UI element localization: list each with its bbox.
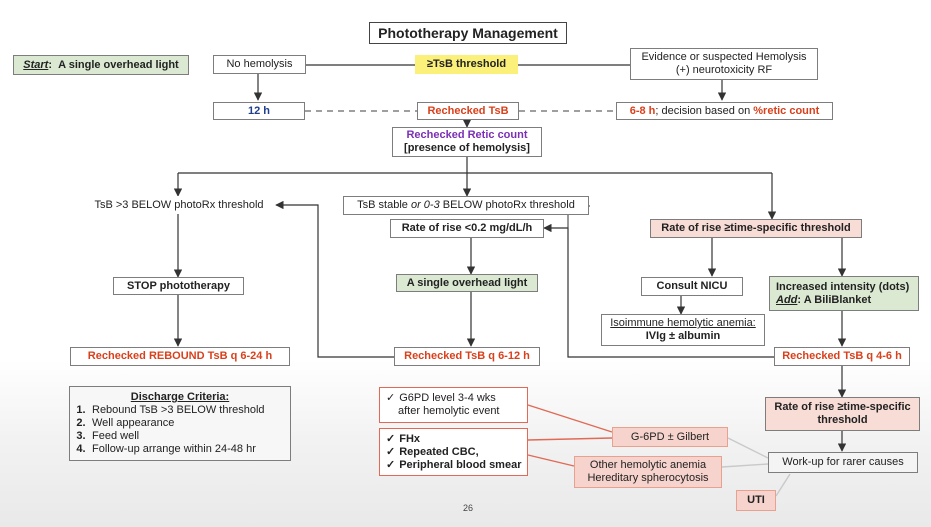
discharge-title: Discharge Criteria [130, 391, 226, 403]
twelve-hour-box: 12 h [213, 102, 305, 120]
stable-part2: BELOW photoRx threshold [439, 199, 575, 211]
rechecked-tsb-box: Rechecked TsB [417, 102, 519, 120]
rate-rise-low-box: Rate of rise <0.2 mg/dL/h [390, 219, 544, 238]
isoimmune-line2: IVIg ± albumin [645, 330, 721, 342]
check-icon: ✓ [386, 458, 396, 471]
intensity-add: Add [776, 293, 798, 306]
fhx-item-text: FHx [399, 432, 420, 445]
fhx-item: ✓Peripheral blood smear [386, 459, 521, 472]
g6pd-gilbert-box: G-6PD ± Gilbert [612, 427, 728, 447]
fhx-item-text: Peripheral blood smear [399, 458, 522, 471]
discharge-item: 4. Follow-up arrange within 24-48 hr [76, 443, 256, 456]
page-title: Phototherapy Management [369, 22, 567, 44]
rechecked-retic-box: Rechecked Retic count [presence of hemol… [392, 127, 542, 157]
stop-phototherapy-box: STOP phototherapy [113, 277, 244, 295]
consult-nicu-box: Consult NICU [641, 277, 743, 296]
recheck-6-12-box: Rechecked TsB q 6-12 h [394, 347, 540, 366]
retic-line2: [presence of hemolysis] [404, 142, 530, 154]
evidence-line2: (+) neurotoxicity RF [675, 64, 773, 76]
six-eight-hours: 6-8 h [629, 104, 656, 117]
discharge-item: 1. Rebound TsB >3 BELOW threshold [76, 404, 265, 417]
red-line-fhx-a [527, 437, 613, 441]
single-overhead-box: A single overhead light [396, 274, 538, 292]
check-icon: ✓ [386, 392, 396, 404]
gray-line-uti [775, 473, 791, 497]
six-eight-text: ; decision based on [655, 104, 754, 117]
g6pd-line2: after hemolytic event [398, 405, 500, 417]
fhx-item: ✓Repeated CBC, [386, 446, 479, 459]
gray-line-other [721, 463, 769, 468]
rebound-box: Rechecked REBOUND TsB q 6-24 h [70, 347, 290, 366]
check-icon: ✓ [386, 432, 396, 445]
start-text: A single overhead light [58, 58, 179, 71]
discharge-criteria-box: Discharge Criteria: 1. Rebound TsB >3 BEL… [69, 386, 291, 461]
isoimmune-box: Isoimmune hemolytic anemia: IVIg ± album… [601, 314, 765, 346]
discharge-item: 3. Feed well [76, 430, 139, 443]
intensity-line2: : A BiliBlanket [797, 293, 872, 306]
tsb-below-box: TsB >3 BELOW photoRx threshold [84, 196, 274, 214]
evidence-hemolysis-box: Evidence or suspected Hemolysis (+) neur… [630, 48, 818, 80]
intensity-line1: Increased intensity (dots) [776, 280, 910, 293]
tsb-stable-box: TsB stable or 0-3 BELOW photoRx threshol… [343, 196, 589, 215]
check-icon: ✓ [386, 445, 396, 458]
g6pd-level-box: ✓G6PD level 3-4 wks after hemolytic even… [379, 387, 528, 423]
rate-rise-specific-box: Rate of rise ≥time-specific threshold [765, 397, 920, 431]
tsb-threshold-box: ≥TsB threshold [415, 55, 518, 74]
red-line-g6pd [527, 404, 613, 433]
fhx-list-box: ✓FHx ✓Repeated CBC, ✓Peripheral blood sm… [379, 428, 528, 476]
discharge-item-text: Feed well [92, 430, 140, 442]
workup-box: Work-up for rarer causes [768, 452, 918, 473]
evidence-line1: Evidence or suspected Hemolysis [641, 51, 807, 63]
g6pd-line1: G6PD level 3-4 wks [399, 392, 496, 404]
start-colon: : [48, 58, 59, 71]
discharge-item-number: 4. [76, 443, 86, 455]
retic-line1: Rechecked Retic count [406, 129, 528, 141]
intensity-line2-wrap: Add: A BiliBlanket [776, 294, 871, 307]
discharge-item-number: 1. [76, 404, 86, 416]
loop-back-rate-low [543, 223, 774, 358]
discharge-item-number: 3. [76, 430, 86, 442]
stable-italic: or 0-3 [410, 199, 440, 211]
page-number: 26 [462, 503, 473, 513]
uti-box: UTI [736, 490, 776, 511]
gray-line-gilbert [727, 437, 769, 459]
g6pd-row1: ✓G6PD level 3-4 wks [386, 392, 496, 405]
discharge-item-text: Rebound TsB >3 BELOW threshold [92, 404, 265, 416]
stable-part1: TsB stable [357, 199, 411, 211]
other-line2: Hereditary spherocytosis [587, 472, 709, 484]
specific-line2: threshold [817, 414, 868, 426]
no-hemolysis-box: No hemolysis [213, 55, 306, 74]
increased-intensity-box: Increased intensity (dots) Add: A BiliBl… [769, 276, 919, 311]
discharge-item-number: 2. [76, 417, 86, 429]
fhx-item-text: Repeated CBC, [399, 445, 479, 458]
discharge-title-row: Discharge Criteria: [130, 391, 230, 403]
rate-rise-high-box: Rate of rise ≥time-specific threshold [650, 219, 862, 238]
fhx-item: ✓FHx [386, 433, 420, 446]
isoimmune-line1: Isoimmune hemolytic anemia: [610, 317, 756, 329]
start-prefix: Start [23, 58, 49, 71]
specific-line1: Rate of rise ≥time-specific [774, 401, 911, 413]
discharge-item-text: Follow-up arrange within 24-48 hr [92, 443, 256, 455]
other-line1: Other hemolytic anemia [589, 459, 707, 471]
other-hemolytic-box: Other hemolytic anemia Hereditary sphero… [574, 456, 722, 488]
six-eight-hour-box: 6-8 h; decision based on %retic count [616, 102, 833, 120]
red-line-fhx-b [527, 454, 575, 467]
loop-back-below [275, 200, 394, 358]
start-box: Start: A single overhead light [13, 55, 189, 75]
discharge-item-text: Well appearance [92, 417, 175, 429]
recheck-4-6-box: Rechecked TsB q 4-6 h [774, 347, 910, 366]
discharge-item: 2. Well appearance [76, 417, 174, 430]
six-eight-retic: %retic count [753, 104, 820, 117]
